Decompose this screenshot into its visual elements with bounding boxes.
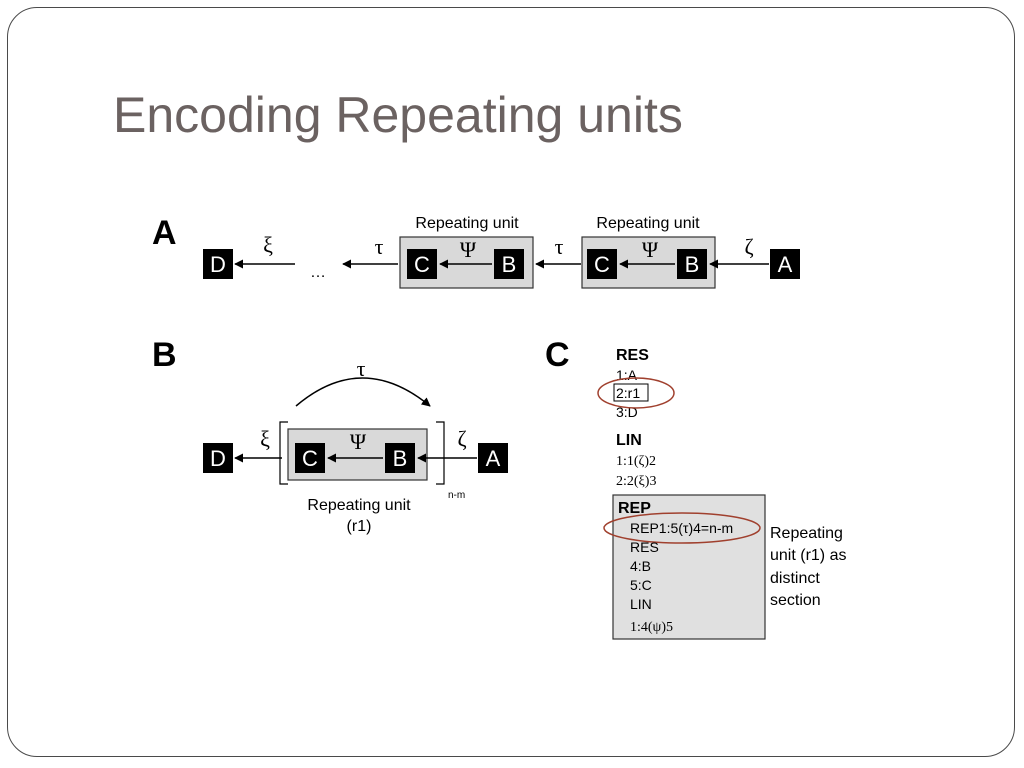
rep-header: REP — [618, 500, 651, 517]
rep-line: 4:B — [630, 558, 651, 574]
panel-a-unit-1-psi-label: Ψ — [460, 237, 477, 262]
rep-note-line: Repeating — [770, 525, 843, 542]
rep-section-box — [612, 494, 766, 640]
res-line: 1:A — [616, 367, 638, 383]
panel-a-unit-2-node-b — [677, 249, 707, 279]
panel-b-node-b — [385, 443, 415, 473]
res-line: 2:r1 — [616, 385, 640, 401]
panel-a-ellipsis: … — [310, 264, 326, 281]
slide-title: Encoding Repeating units — [113, 87, 683, 143]
panel-b-zeta-label: ζ — [457, 426, 466, 451]
panel-b: B τ D ξ C B Ψ ζ A n-m Repeating unit (r1… — [152, 336, 508, 535]
panel-a-unit-2-caption: Repeating unit — [596, 215, 700, 232]
panel-a-xi-label: ξ — [263, 232, 273, 257]
rep-highlight-ellipse — [603, 512, 761, 544]
panel-b-node-a — [478, 443, 508, 473]
panel-a-unit-2-psi-label: Ψ — [642, 237, 659, 262]
lin-line: 2:2(ξ)3 — [616, 474, 656, 489]
panel-a-unit-1-caption: Repeating unit — [415, 215, 519, 232]
slide-frame — [7, 7, 1015, 757]
panel-a-tau-label-1: τ — [375, 234, 384, 259]
panel-b-tau-arrow — [295, 377, 431, 407]
panel-a-zeta-label: ζ — [744, 234, 753, 259]
rep-line: 5:C — [630, 577, 652, 593]
lin-header: LIN — [616, 432, 642, 449]
rep-line: REP1:5(τ)4=n-m — [630, 520, 733, 536]
panel-a-node-a-label: A — [778, 252, 793, 277]
panel-c-label: C — [545, 336, 570, 374]
panel-a: A D ξ … τ Repeating unit C B Ψ τ Repeati… — [152, 214, 800, 289]
lin-line: 1:1(ζ)2 — [616, 454, 656, 469]
panel-b-right-bracket — [436, 421, 445, 485]
r1-highlight-ellipse — [597, 377, 675, 409]
panel-a-node-d — [203, 249, 233, 279]
rep-note-line: unit (r1) as — [770, 547, 846, 564]
panel-b-node-a-label: A — [486, 446, 501, 471]
panel-a-unit-2-node-c — [587, 249, 617, 279]
panel-b-subscript: n-m — [448, 490, 465, 501]
rep-note-line: section — [770, 592, 821, 609]
panel-a-unit-1-node-c-label: C — [414, 252, 430, 277]
r1-entry-box — [613, 383, 649, 402]
panel-b-node-d-label: D — [210, 446, 226, 471]
panel-a-unit-1-node-b-label: B — [502, 252, 517, 277]
panel-b-caption: Repeating unit — [307, 497, 411, 514]
panel-b-tau-label: τ — [357, 356, 366, 381]
rep-line: 1:4(ψ)5 — [630, 620, 673, 635]
panel-c: C RES 1:A 2:r1 3:D LIN 1:1(ζ)2 2:2(ξ)3 R… — [545, 336, 846, 640]
panel-a-node-a — [770, 249, 800, 279]
panel-b-node-c — [295, 443, 325, 473]
panel-b-xi-label: ξ — [260, 426, 270, 451]
res-header: RES — [616, 347, 649, 364]
panel-b-node-b-label: B — [393, 446, 408, 471]
panel-a-unit-1-node-b — [494, 249, 524, 279]
panel-a-node-d-label: D — [210, 252, 226, 277]
panel-b-node-d — [203, 443, 233, 473]
rep-note-line: distinct — [770, 570, 820, 587]
panel-b-label: B — [152, 336, 177, 374]
panel-b-caption-r1: (r1) — [347, 518, 372, 535]
panel-b-node-c-label: C — [302, 446, 318, 471]
panel-a-unit-2-node-c-label: C — [594, 252, 610, 277]
panel-a-label: A — [152, 214, 177, 252]
rep-line: LIN — [630, 596, 652, 612]
panel-b-psi-label: Ψ — [350, 429, 367, 454]
panel-b-left-bracket — [279, 421, 288, 485]
rep-line: RES — [630, 539, 659, 555]
panel-a-unit-2-node-b-label: B — [685, 252, 700, 277]
panel-a-tau-label-2: τ — [555, 234, 564, 259]
panel-a-unit-1-node-c — [407, 249, 437, 279]
